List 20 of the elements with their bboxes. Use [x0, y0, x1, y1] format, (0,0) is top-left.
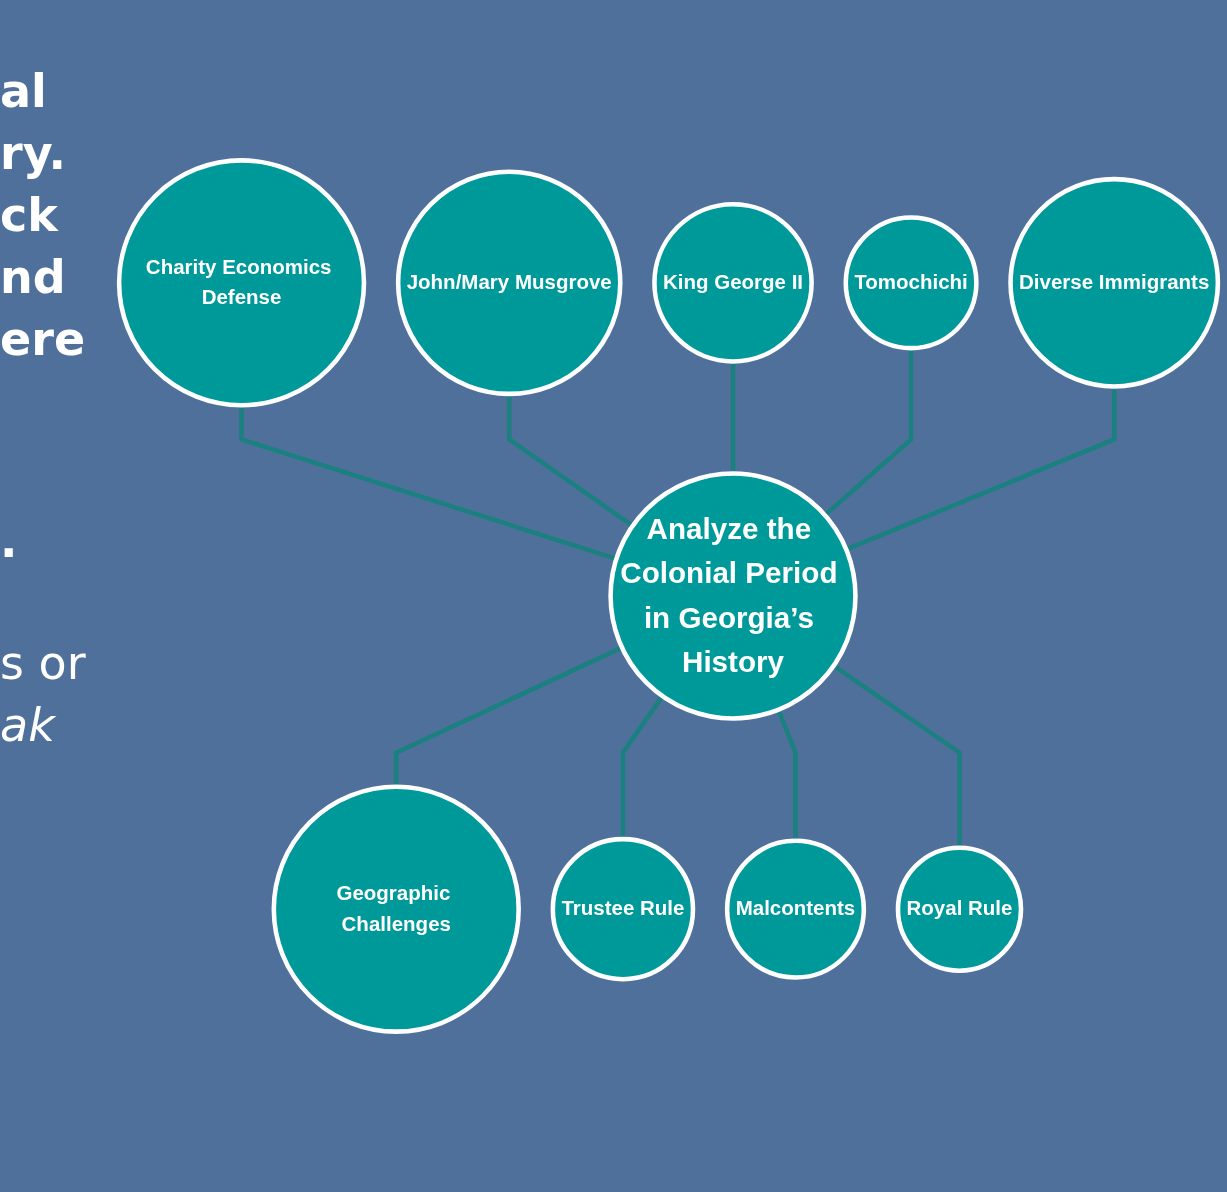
node-circle: Charity Economics Defense	[116, 158, 367, 408]
node-circle: John/Mary Musgrove	[395, 169, 623, 397]
node-circle: Trustee Rule	[550, 836, 696, 982]
slide-text-fragment: ck	[0, 187, 60, 244]
slide-text-fragment: ry.	[0, 125, 67, 182]
connector	[823, 348, 914, 517]
slide-text-fragment: ere	[0, 311, 87, 368]
node-circle: Royal Rule	[895, 845, 1024, 973]
node-circle: Malcontents	[724, 838, 867, 980]
slide-text-fragment: ak	[0, 697, 57, 754]
slide-text-fragment: nd	[0, 249, 67, 306]
slide-text-fragment: s or	[0, 635, 87, 692]
slide-text-fragment: al	[0, 63, 48, 120]
node-circle: Tomochichi	[843, 215, 979, 351]
node-circle: Diverse Immigrants	[1008, 176, 1221, 389]
connector	[393, 645, 623, 787]
node-circle: Geographic Challenges	[271, 784, 521, 1034]
node-circle: Analyze the Colonial Period in Georgia’s History	[608, 471, 858, 721]
node-circle: King George II	[652, 201, 814, 364]
slide-text-fragment: .	[0, 513, 19, 570]
